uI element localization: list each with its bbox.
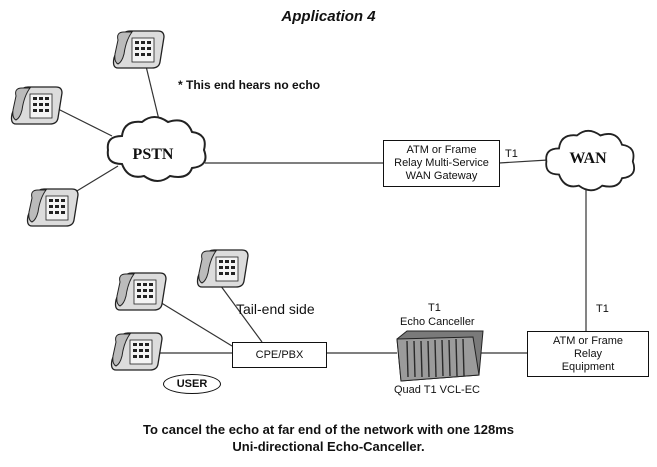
- user-badge: USER: [163, 374, 221, 394]
- pstn-label: PSTN: [132, 146, 174, 163]
- wan-gateway-box: ATM or Frame Relay Multi-Service WAN Gat…: [383, 140, 500, 187]
- relay-line2: Relay: [573, 347, 603, 360]
- diagram-title: Application 4: [281, 8, 376, 25]
- phone-icon: [26, 188, 79, 227]
- gateway-line1: ATM or Frame: [406, 144, 477, 156]
- phone-icon: [10, 86, 63, 125]
- cpe-pbx-label: CPE/PBX: [255, 348, 304, 361]
- wan-label: WAN: [569, 150, 607, 167]
- echo-canceller-label: Echo Canceller: [400, 316, 475, 328]
- tail-end-label: Tail-end side: [236, 301, 315, 317]
- echo-canceller-device-icon: [396, 330, 484, 382]
- relay-line1: ATM or Frame: [552, 334, 624, 347]
- echo-canceller-t1: T1: [428, 302, 441, 314]
- phone-icon: [112, 30, 165, 69]
- no-echo-note: * This end hears no echo: [178, 78, 321, 92]
- gateway-line2: Relay Multi-Service: [394, 157, 489, 169]
- t1-wan-label: T1: [505, 148, 518, 160]
- cpe-pbx-box: CPE/PBX: [232, 342, 327, 368]
- caption: To cancel the echo at far end of the net…: [0, 421, 657, 455]
- caption-line2: Uni-directional Echo-Canceller.: [232, 439, 425, 454]
- gateway-line3: WAN Gateway: [405, 170, 478, 182]
- device-model-label: Quad T1 VCL-EC: [394, 384, 481, 396]
- phone-icon: [114, 272, 167, 311]
- caption-line1: To cancel the echo at far end of the net…: [142, 422, 515, 437]
- t1-relay-label: T1: [596, 303, 609, 315]
- phone-icon: [110, 332, 163, 371]
- phone-icon: [196, 249, 249, 288]
- relay-equipment-box: ATM or Frame Relay Equipment: [527, 331, 649, 377]
- relay-line3: Equipment: [561, 360, 615, 373]
